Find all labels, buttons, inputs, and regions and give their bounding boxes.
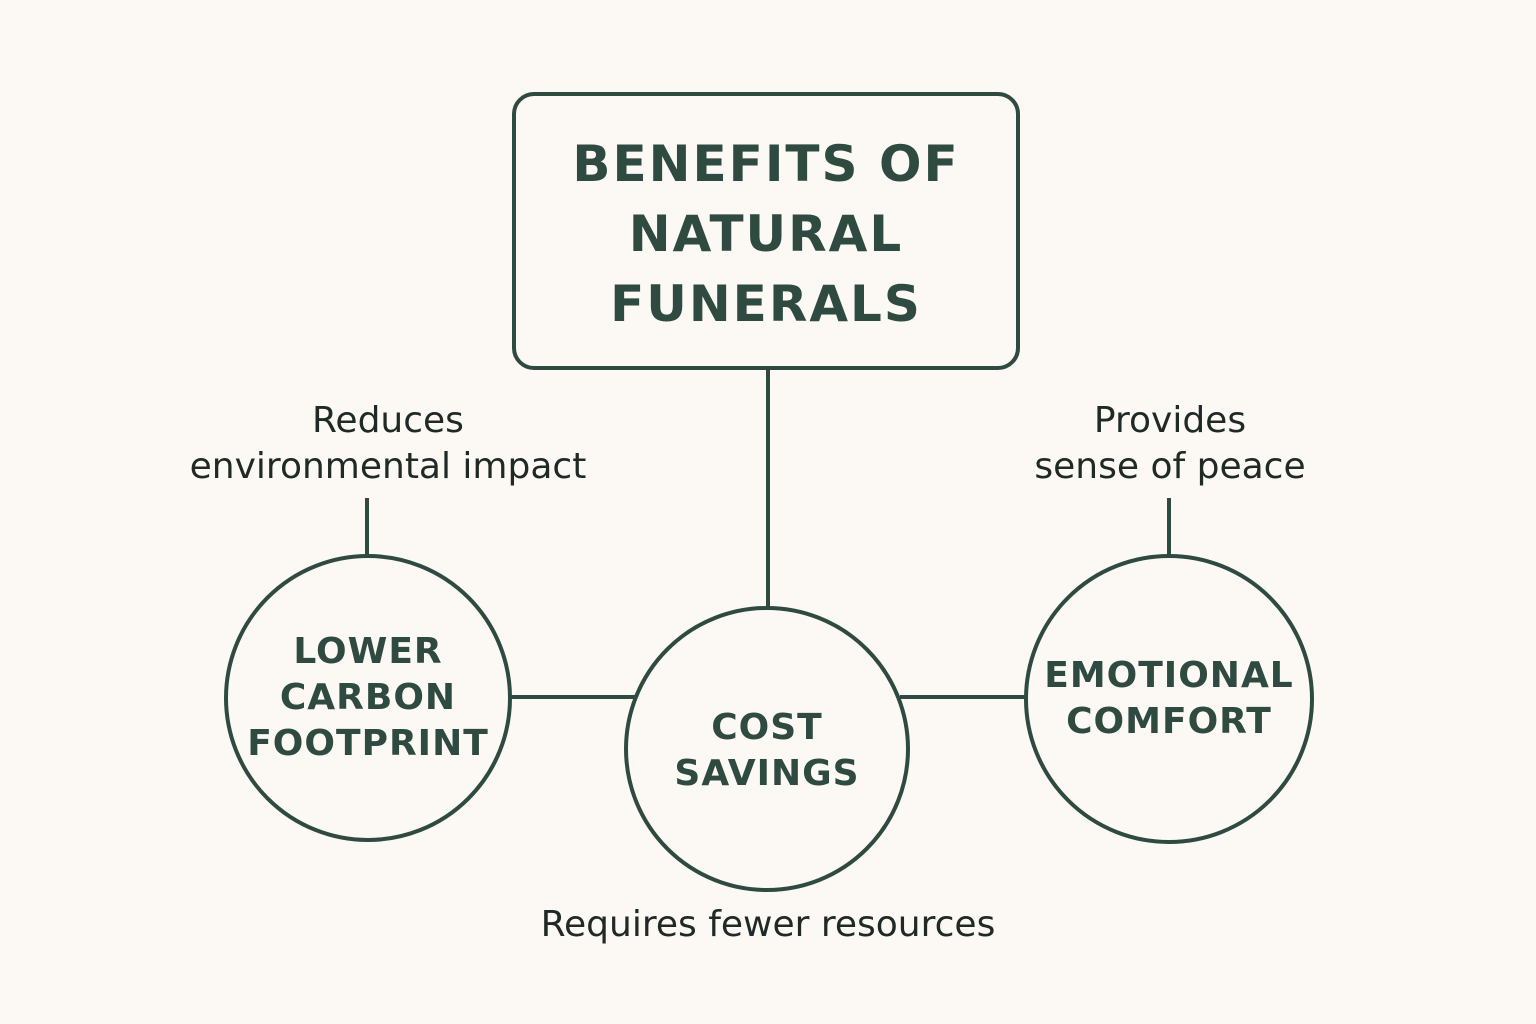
caption-line: Reduces [312, 400, 464, 441]
node-label-line: FOOTPRINT [247, 723, 489, 764]
title-box: BENEFITS OF NATURAL FUNERALS [512, 92, 1020, 370]
diagram-title-line: FUNERALS [610, 275, 922, 333]
node-label-line: SAVINGS [674, 753, 860, 794]
node-emotional-comfort: EMOTIONAL COMFORT [1024, 554, 1314, 844]
diagram-title-line: NATURAL [628, 205, 904, 263]
node-label: LOWER CARBON FOOTPRINT [247, 629, 489, 767]
node-label-line: COST [711, 707, 823, 748]
caption-line: Requires fewer resources [540, 904, 996, 945]
diagram-title-line: BENEFITS OF [572, 135, 960, 193]
node-lower-carbon-footprint: LOWER CARBON FOOTPRINT [224, 554, 512, 842]
node-label-line: COMFORT [1066, 701, 1272, 742]
caption-line: environmental impact [189, 446, 587, 487]
node-label: COST SAVINGS [674, 705, 859, 797]
caption-reduces-environmental-impact: Reduces environmental impact [168, 398, 608, 490]
caption-provides-sense-of-peace: Provides sense of peace [1000, 398, 1340, 490]
node-label-line: LOWER [293, 631, 443, 672]
diagram-title: BENEFITS OF NATURAL FUNERALS [572, 129, 959, 339]
caption-requires-fewer-resources: Requires fewer resources [500, 902, 1036, 948]
node-label: EMOTIONAL COMFORT [1044, 653, 1294, 745]
node-label-line: CARBON [279, 677, 457, 718]
node-label-line: EMOTIONAL [1044, 655, 1294, 696]
node-cost-savings: COST SAVINGS [624, 606, 910, 892]
caption-line: sense of peace [1034, 446, 1306, 487]
caption-line: Provides [1093, 400, 1247, 441]
